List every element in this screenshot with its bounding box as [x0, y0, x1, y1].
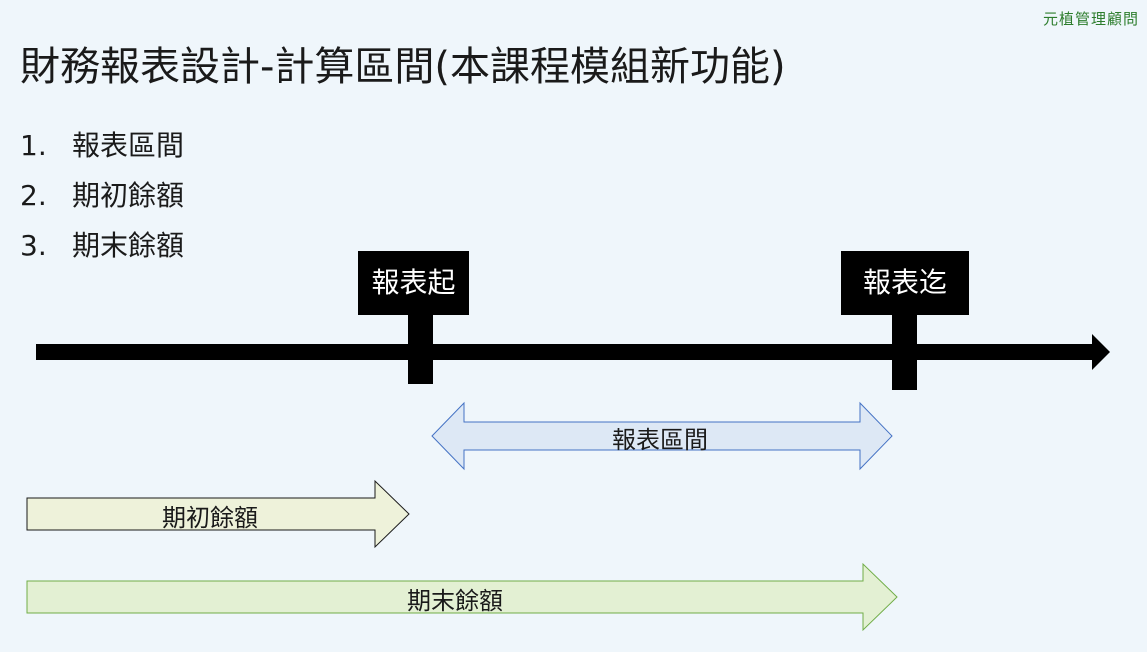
timeline-axis — [36, 344, 1096, 360]
list-item-label: 報表區間 — [72, 129, 185, 162]
list-item-number: 1. — [20, 129, 47, 162]
list-item-label: 期初餘額 — [72, 179, 185, 212]
closing-balance-arrow — [26, 562, 898, 632]
list-item: 1. 報表區間 — [20, 122, 184, 172]
list-item-label: 期末餘額 — [72, 229, 185, 262]
start-marker-post — [408, 310, 433, 384]
brand-logo-text: 元植管理顧問 — [1042, 10, 1139, 28]
end-marker-post — [892, 310, 917, 390]
period-arrow-label: 報表區間 — [612, 426, 708, 454]
list-item-number: 3. — [20, 229, 47, 262]
end-marker-label: 報表迄 — [841, 251, 969, 315]
opening-balance-arrow — [26, 479, 410, 549]
start-marker-label: 報表起 — [358, 251, 469, 315]
timeline-arrowhead — [1092, 334, 1110, 370]
topic-list: 1. 報表區間 2. 期初餘額 3. 期末餘額 — [20, 122, 184, 272]
list-item-number: 2. — [20, 179, 47, 212]
list-item: 2. 期初餘額 — [20, 172, 184, 222]
page-title: 財務報表設計-計算區間(本課程模組新功能) — [20, 44, 786, 90]
period-double-arrow — [431, 401, 893, 471]
list-item: 3. 期末餘額 — [20, 222, 184, 272]
closing-arrow-label: 期末餘額 — [407, 587, 503, 615]
opening-arrow-label: 期初餘額 — [162, 504, 258, 532]
